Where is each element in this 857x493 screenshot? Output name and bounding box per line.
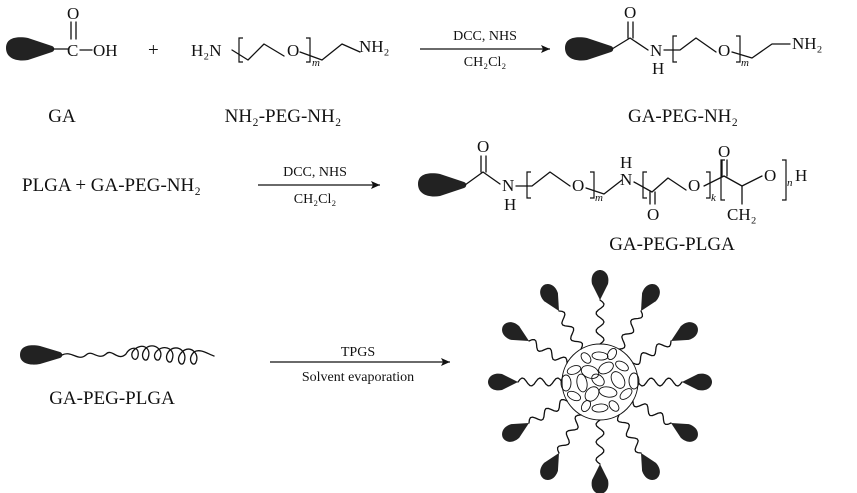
product2-o5-atom: O xyxy=(718,142,730,161)
assembly-arrowhead xyxy=(441,358,450,366)
micelle-arm-chain xyxy=(632,400,672,426)
micelle-ga-head xyxy=(641,453,660,480)
label-polymer-ga-peg-plga: GA-PEG-PLGA xyxy=(49,388,175,409)
micelle-arm-chain xyxy=(595,419,605,465)
micelle-arm-chain xyxy=(637,377,683,387)
reaction1-arrowhead xyxy=(541,45,550,53)
micelle-ga-head xyxy=(502,322,529,341)
micelle-arm-chain xyxy=(528,338,568,364)
product2-o2-atom: O xyxy=(572,176,584,195)
product2-bracket-2-left xyxy=(642,171,647,199)
micelle-ga-head xyxy=(682,373,712,391)
reaction2-solvent: CH₂Cl₂ xyxy=(294,192,337,207)
product2-m-subscript: m xyxy=(595,192,603,204)
micelle-ga-head xyxy=(591,464,609,493)
product2-n2-atom: N xyxy=(620,170,632,189)
product2-bracket-1-right xyxy=(590,171,595,199)
reaction2-arrowhead xyxy=(371,181,380,189)
peg-m-subscript: m xyxy=(312,57,320,69)
micelle-arm-chain xyxy=(528,398,568,424)
product2-o3-atom: O xyxy=(647,205,659,224)
product2-o1-atom: O xyxy=(477,137,489,156)
micelle-ga-head xyxy=(671,322,698,341)
product2-bracket-3-right xyxy=(782,159,787,201)
product2-ga-head xyxy=(418,173,467,197)
micelle-ga-head xyxy=(502,423,529,442)
product1-bracket-left xyxy=(672,35,677,63)
ga-head-shape xyxy=(6,37,55,61)
peg-chain-1 xyxy=(231,43,285,61)
label-nh2-peg-nh2: NH₂-PEG-NH₂ xyxy=(225,106,342,127)
product2-bracket-1-left xyxy=(526,171,531,199)
product1-nh2-atom: NH₂ xyxy=(792,34,822,53)
peg-chain-2 xyxy=(299,43,361,61)
peg-nh2-atom: NH₂ xyxy=(359,37,389,56)
carboxyl-c-atom: C xyxy=(67,41,78,60)
product2-bracket-2-right xyxy=(706,171,711,199)
product1-o-atom: O xyxy=(624,3,636,22)
micelle-arm-chain xyxy=(556,414,582,454)
micelle-arm-chain xyxy=(618,310,644,350)
product1-ga-head xyxy=(565,37,614,61)
plus-sign: + xyxy=(148,40,159,61)
product2-n-subscript: n xyxy=(787,177,793,189)
product2-o6-atom: O xyxy=(764,166,776,185)
micelle-ga-head xyxy=(641,284,660,311)
peg-bracket-right xyxy=(306,37,311,63)
micelle xyxy=(488,270,712,493)
micelle-arm-chain xyxy=(595,299,605,345)
reaction2-reactants: PLGA + GA-PEG-NH₂ xyxy=(22,175,201,196)
product2-n1-atom: N xyxy=(502,176,514,195)
product1-h-atom: H xyxy=(652,59,664,78)
peg-o-atom: O xyxy=(287,41,299,60)
micelle-arm-chain xyxy=(558,310,584,350)
micelle-arm-chain xyxy=(616,414,642,454)
product2-h2-atom: H xyxy=(620,153,632,172)
micelle-ga-head xyxy=(540,453,559,480)
peg-h2n-atom: H₂N xyxy=(191,41,221,60)
reaction1-solvent: CH₂Cl₂ xyxy=(464,55,507,70)
product1-o2-atom: O xyxy=(718,41,730,60)
micelle-ga-head xyxy=(488,373,518,391)
product2-chain-4 xyxy=(703,175,763,187)
carboxyl-o-atom: O xyxy=(67,4,79,23)
product2-chain-3 xyxy=(633,177,687,193)
label-ga: GA xyxy=(48,106,76,127)
assembly-agent: TPGS xyxy=(341,345,375,360)
product2-o4-atom: O xyxy=(688,176,700,195)
micelle-ga-head xyxy=(591,270,609,300)
micelle-ga-head xyxy=(671,423,698,442)
polymer-ga-head xyxy=(20,345,63,365)
micelle-core xyxy=(560,343,640,421)
micelle-corona xyxy=(488,270,712,493)
product2-chain-2 xyxy=(585,179,623,195)
polymer-chain-curl xyxy=(61,345,215,365)
product1-chain-1 xyxy=(663,37,717,53)
carboxyl-oh-atom: OH xyxy=(93,41,118,60)
product1-m-subscript: m xyxy=(741,57,749,69)
label-ga-peg-nh2: GA-PEG-NH₂ xyxy=(628,106,738,127)
label-ga-peg-plga: GA-PEG-PLGA xyxy=(609,234,735,255)
product1-n-atom: N xyxy=(650,41,662,60)
product2-ch2-atom: CH₂ xyxy=(727,205,757,224)
micelle-arm-chain xyxy=(517,377,563,387)
product2-h1-atom: H xyxy=(504,195,516,214)
micelle-ga-head xyxy=(540,284,559,311)
assembly-method: Solvent evaporation xyxy=(302,370,414,385)
product2-k-subscript: k xyxy=(711,192,717,204)
product1-chain-2 xyxy=(731,43,791,59)
reaction2-reagents: DCC, NHS xyxy=(283,165,347,180)
peg-bracket-left xyxy=(238,37,243,63)
product2-bracket-3-left xyxy=(720,159,725,201)
product2-bond-1 xyxy=(464,171,501,186)
product1-bracket-right xyxy=(736,35,741,63)
reaction1-reagents: DCC, NHS xyxy=(453,29,517,44)
product1-bond-1 xyxy=(611,37,649,51)
micelle-arm-chain xyxy=(632,340,672,366)
product2-h-end-atom: H xyxy=(795,166,807,185)
product2-chain-1 xyxy=(515,171,571,187)
